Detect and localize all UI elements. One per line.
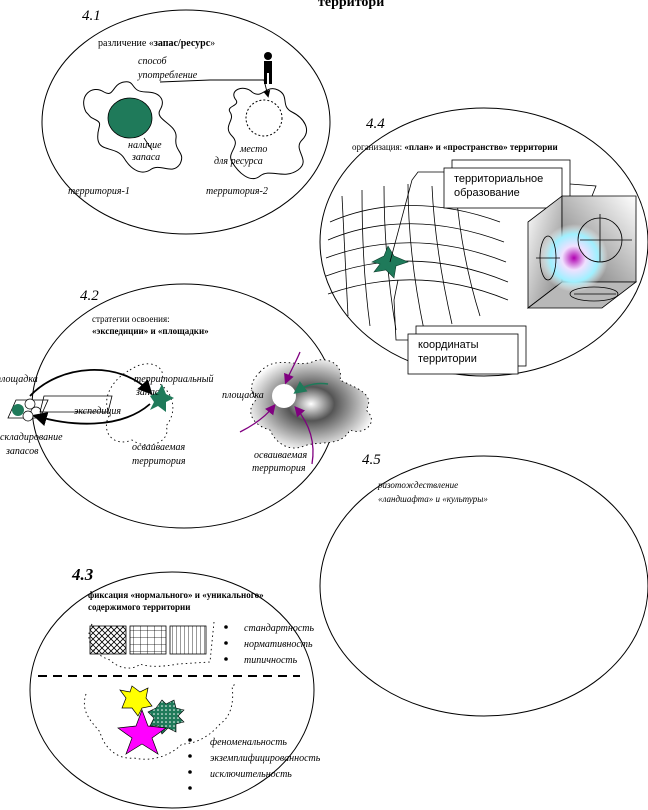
unique-list-item: экземплифицированность	[210, 753, 321, 764]
label-expedition: экспедиция	[74, 406, 121, 417]
territory-2-outline	[227, 87, 307, 180]
site-arrow-left	[239, 403, 276, 433]
label-developed-right-line-2: территория	[252, 463, 306, 474]
panel-4-3-circle	[29, 571, 315, 809]
teal-star-shape	[147, 699, 185, 735]
label-site-left: площадка	[0, 374, 38, 385]
label-stock-line-1: наличие	[128, 140, 162, 151]
coords-box-line-1: координаты	[418, 339, 479, 351]
panel-4-1: 4.1 различение «запас/ресурс» способ упо…	[41, 8, 331, 235]
site-arrow-top	[284, 351, 301, 385]
panel-4-5-caption-line-2: «ландшафта» и «культуры»	[378, 494, 488, 504]
panel-4-5-number: 4.5	[362, 452, 381, 468]
panel-4-2-caption-line-2: «экспедиции» и «площадки»	[92, 326, 209, 336]
space-cube	[526, 183, 638, 309]
unique-content-outline	[84, 683, 237, 760]
method-arrow	[159, 79, 271, 98]
expedition-plane	[39, 395, 113, 413]
coords-box	[407, 333, 519, 375]
expedition-arrow-back	[32, 403, 151, 426]
header-title-fragment: территори	[318, 0, 384, 10]
normal-list-item: типичность	[244, 655, 298, 666]
unique-list-item: феноменальность	[210, 737, 287, 748]
panel-4-1-number: 4.1	[82, 8, 101, 24]
formation-box-line-1: территориальное	[454, 173, 543, 185]
site-arrow-green	[293, 381, 329, 394]
site-arrow-bottom	[294, 406, 314, 465]
coords-box-line-2: территории	[418, 353, 477, 365]
panel-4-5: 4.5 разотождествление «ландшафта» и «кул…	[319, 452, 648, 717]
territorial-reserve-shape	[150, 384, 174, 412]
label-developed-line-2: территория	[132, 456, 186, 467]
label-developed-right-line-1: осваиваемая	[254, 450, 308, 461]
label-stock-line-2: запаса	[131, 152, 160, 163]
formation-connector	[389, 171, 444, 263]
panel-4-4-number: 4.4	[366, 116, 385, 132]
panel-4-1-caption: различение «запас/ресурс»	[98, 38, 215, 49]
panel-4-1-circle	[41, 9, 331, 235]
label-territory-2: территория-2	[206, 186, 268, 197]
label-place-line-2: для ресурса	[214, 156, 263, 167]
panel-4-4-caption: организация: «план» и «пространство» тер…	[352, 142, 558, 152]
stock-pointer	[143, 137, 153, 151]
storage-site	[7, 398, 49, 422]
panel-4-2-caption-line-1: стратегии освоения:	[92, 314, 170, 324]
unique-list-item: исключительность	[210, 769, 292, 780]
label-developed-line-1: осваиваемая	[132, 442, 186, 453]
normal-list-item: нормативность	[244, 639, 313, 650]
label-storage-line-2: запасов	[5, 446, 39, 457]
panel-4-3-caption-line-1: фиксация «нормального» и «уникального»	[88, 590, 264, 600]
label-site-right: площадка	[222, 390, 264, 401]
territory-1-outline	[83, 81, 183, 173]
panel-4-5-circle	[319, 455, 648, 717]
grid-tile	[129, 625, 167, 655]
coords-connector	[393, 279, 408, 341]
label-territory-1: территория-1	[68, 186, 130, 197]
vertical-lines-tile	[169, 625, 207, 655]
developed-territory-right	[250, 359, 372, 449]
label-reserve-line-2: запас	[135, 387, 160, 398]
label-place-line-1: место	[239, 144, 267, 155]
magenta-star-shape	[117, 709, 167, 755]
panel-4-3-caption-line-2: содержимого территории	[88, 602, 190, 612]
formation-box	[443, 167, 563, 209]
formation-box-line-2: образование	[454, 187, 520, 199]
label-reserve-line-1: территориальный	[134, 374, 214, 385]
normal-list: стандартность нормативность типичность	[224, 623, 315, 666]
person-icon	[264, 52, 272, 84]
panel-4-4-circle	[319, 107, 648, 377]
label-method-line-2: употребление	[137, 70, 198, 81]
panel-4-5-caption-line-1: разотождествление	[377, 480, 458, 490]
yellow-star-shape	[119, 685, 153, 717]
panel-4-2: 4.2 стратегии освоения: «экспедиции» и «…	[0, 283, 372, 529]
expedition-arrow-out	[29, 369, 153, 397]
normal-list-item: стандартность	[244, 623, 315, 634]
panel-4-2-number: 4.2	[80, 288, 99, 304]
developed-territory-outline	[105, 363, 174, 446]
panel-4-3: 4.3 фиксация «нормального» и «уникальног…	[29, 565, 321, 809]
stock-blob	[107, 97, 153, 139]
label-storage-line-1: складирование	[0, 432, 63, 443]
panel-4-4: 4.4 организация: «план» и «пространство»…	[319, 107, 648, 377]
resource-place-circle	[245, 99, 283, 137]
cross-hatch-tile	[89, 625, 127, 655]
label-method-line-1: способ	[138, 56, 167, 67]
space-glow	[540, 224, 608, 292]
site-hole	[272, 384, 296, 408]
unique-list: феноменальность экземплифицированность и…	[188, 737, 321, 790]
panel-4-3-number: 4.3	[71, 565, 94, 584]
